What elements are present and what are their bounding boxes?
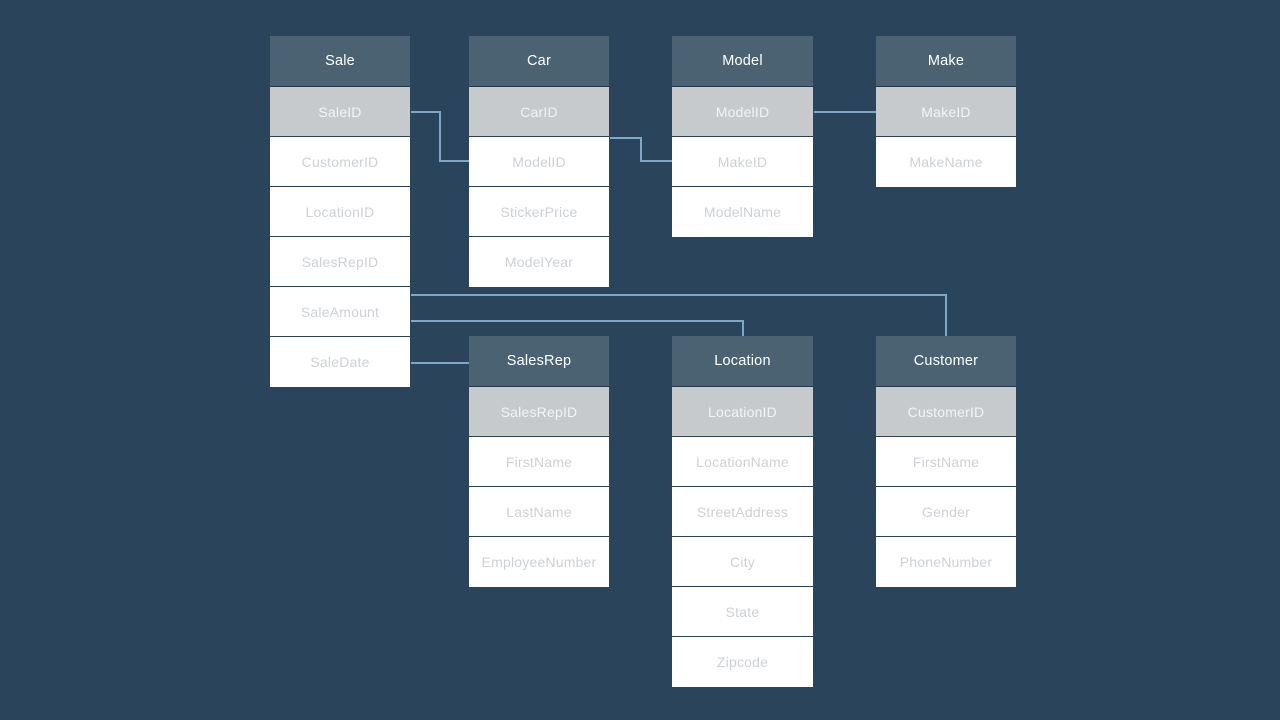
field-makeid[interactable]: MakeID [672, 137, 813, 187]
field-locationid[interactable]: LocationID [270, 187, 410, 237]
field-phonenumber[interactable]: PhoneNumber [876, 537, 1016, 587]
field-gender[interactable]: Gender [876, 487, 1016, 537]
primary-key-field-carid[interactable]: CarID [469, 87, 609, 137]
field-modelname[interactable]: ModelName [672, 187, 813, 237]
field-streetaddress[interactable]: StreetAddress [672, 487, 813, 537]
field-employeenumber[interactable]: EmployeeNumber [469, 537, 609, 587]
primary-key-field-makeid[interactable]: MakeID [876, 87, 1016, 137]
field-state[interactable]: State [672, 587, 813, 637]
primary-key-field-locationid[interactable]: LocationID [672, 387, 813, 437]
connector-model-makeid-to-car-modelid [610, 137, 672, 162]
connector-car-modelid-to-sale-saleid [411, 111, 469, 162]
primary-key-field-saleid[interactable]: SaleID [270, 87, 410, 137]
connector-sale-saleamount-to-customer [411, 294, 947, 337]
field-saleamount[interactable]: SaleAmount [270, 287, 410, 337]
connector-sale-saleamount-to-location [411, 320, 744, 337]
field-stickerprice[interactable]: StickerPrice [469, 187, 609, 237]
field-customerid[interactable]: CustomerID [270, 137, 410, 187]
field-modelid[interactable]: ModelID [469, 137, 609, 187]
field-saledate[interactable]: SaleDate [270, 337, 410, 387]
entity-title-customer: Customer [876, 336, 1016, 387]
field-firstname[interactable]: FirstName [469, 437, 609, 487]
entity-title-sale: Sale [270, 36, 410, 87]
primary-key-field-modelid[interactable]: ModelID [672, 87, 813, 137]
field-salesrepid[interactable]: SalesRepID [270, 237, 410, 287]
primary-key-field-salesrepid[interactable]: SalesRepID [469, 387, 609, 437]
entity-title-salesrep: SalesRep [469, 336, 609, 387]
field-makename[interactable]: MakeName [876, 137, 1016, 187]
field-firstname[interactable]: FirstName [876, 437, 1016, 487]
field-city[interactable]: City [672, 537, 813, 587]
entity-title-model: Model [672, 36, 813, 87]
primary-key-field-customerid[interactable]: CustomerID [876, 387, 1016, 437]
field-zipcode[interactable]: Zipcode [672, 637, 813, 687]
field-lastname[interactable]: LastName [469, 487, 609, 537]
field-locationname[interactable]: LocationName [672, 437, 813, 487]
entity-title-location: Location [672, 336, 813, 387]
entity-title-car: Car [469, 36, 609, 87]
field-modelyear[interactable]: ModelYear [469, 237, 609, 287]
entity-title-make: Make [876, 36, 1016, 87]
